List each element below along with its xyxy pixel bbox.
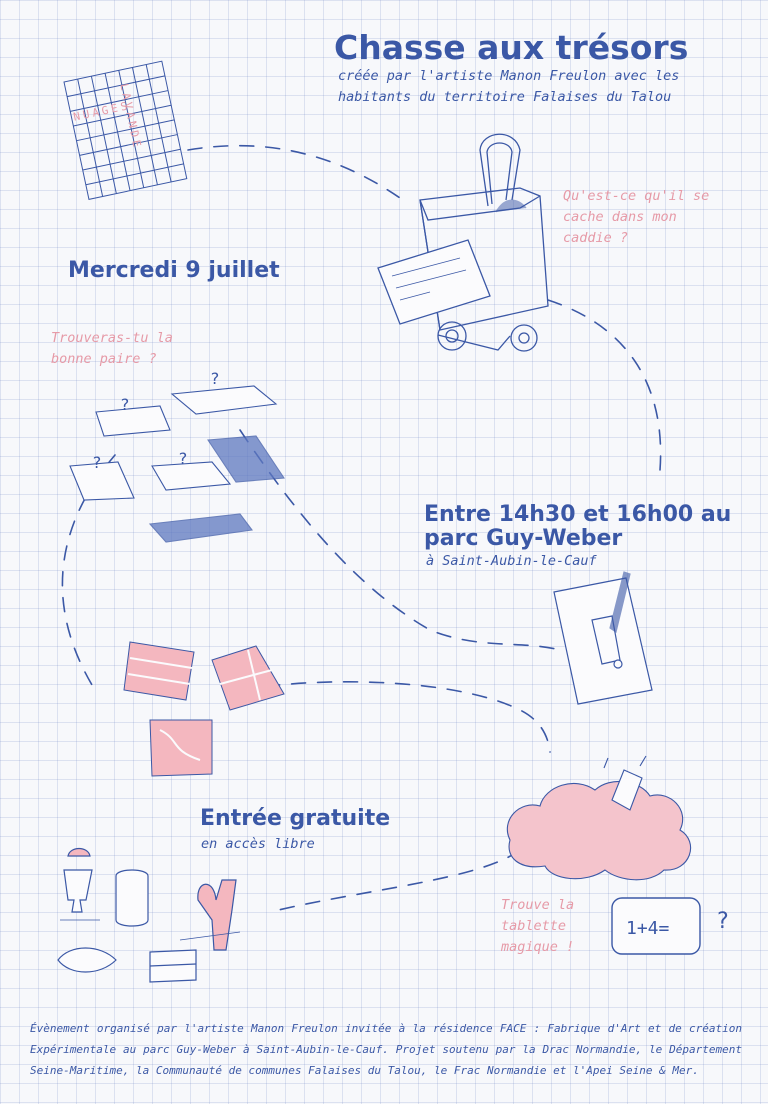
svg-text:?: ?: [178, 449, 188, 468]
caddie-note: Qu'est-ce qu'il se cache dans mon caddie…: [563, 188, 710, 246]
caddie-illustration: [377, 133, 549, 352]
crossword-word-nuages: NUAGES: [72, 99, 131, 124]
tiles-illustration: [123, 641, 285, 777]
crossword-word-lavande: LAVANDE: [117, 82, 144, 151]
cloud-illustration: [506, 755, 692, 881]
pair-note: Trouveras-tu la bonne paire ?: [51, 330, 173, 367]
event-time-place: Entre 14h30 et 16h00 au parc Guy-Weber: [424, 502, 732, 551]
event-date: Mercredi 9 juillet: [68, 258, 280, 283]
page-subtitle: créée par l'artiste Manon Freulon avec l…: [338, 68, 680, 105]
entry-heading: Entrée gratuite: [200, 806, 391, 831]
svg-text:?: ?: [210, 369, 220, 388]
footer-credits: Évènement organisé par l'artiste Manon F…: [30, 1022, 742, 1077]
crossword-illustration: NUAGES LAVANDE: [63, 60, 188, 200]
drawing-card-illustration: [553, 571, 653, 705]
entry-note: en accès libre: [201, 836, 315, 852]
event-town: à Saint-Aubin-le-Cauf: [426, 553, 597, 569]
svg-text:?: ?: [120, 395, 130, 414]
tablet-equation: 1+4=: [626, 918, 670, 939]
memory-cards-illustration: ? ? ? ?: [69, 369, 285, 543]
tablet-note: Trouve la tablette magique !: [501, 897, 575, 955]
objects-illustration: [57, 847, 241, 983]
page-title: Chasse aux trésors: [334, 28, 689, 67]
tablet-illustration: 1+4= ?: [611, 897, 729, 955]
tablet-question-mark: ?: [716, 909, 729, 934]
svg-text:?: ?: [92, 453, 102, 472]
